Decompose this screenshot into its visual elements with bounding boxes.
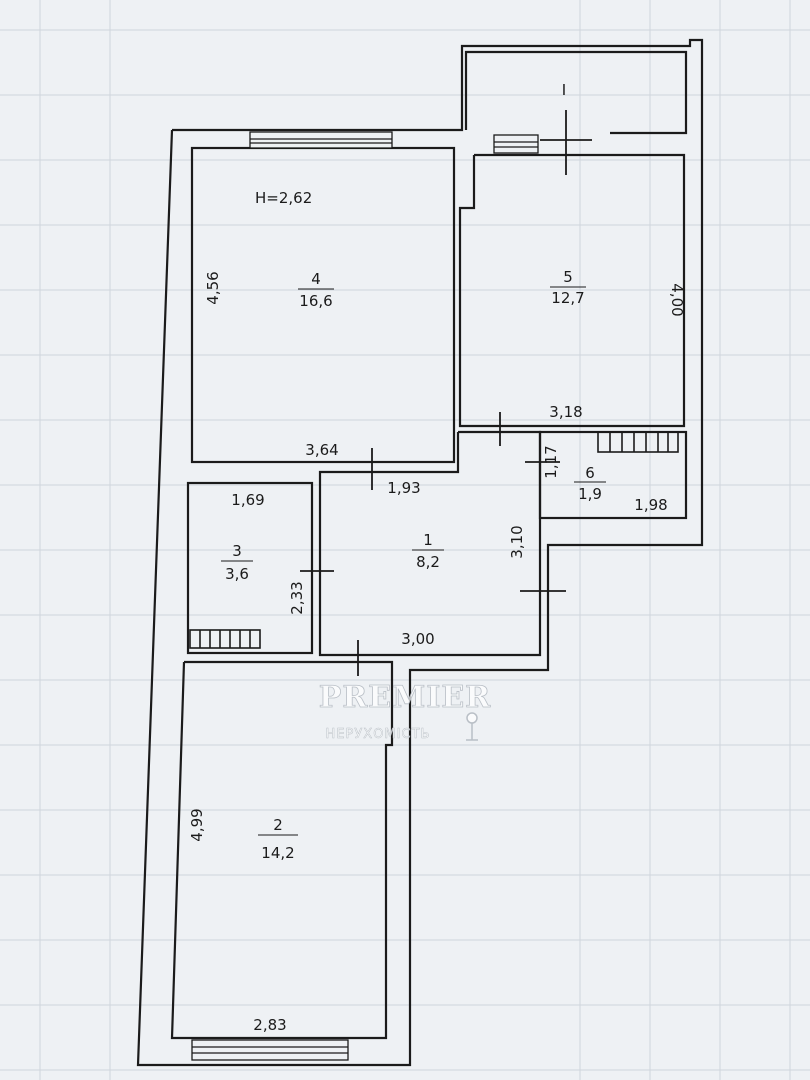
dim-room5-height: 4,00 <box>668 283 686 316</box>
room-area: 12,7 <box>551 289 584 307</box>
dim-room4-height: 4,56 <box>204 271 222 304</box>
room-number: 5 <box>563 268 573 286</box>
room-area: 1,9 <box>578 485 602 503</box>
watermark-brand: PREMIER <box>319 680 491 715</box>
walls <box>136 38 704 1067</box>
dim-room5-width: 3,18 <box>549 403 582 421</box>
windows <box>191 131 539 1061</box>
room-area: 3,6 <box>225 565 249 583</box>
room-area: 14,2 <box>261 844 294 862</box>
dim-room6-width: 1,98 <box>634 496 667 514</box>
radiators <box>189 431 679 649</box>
room-3-outline <box>186 481 314 655</box>
room-number: 6 <box>585 464 595 482</box>
room-5-outline <box>458 153 686 428</box>
radiator-room-3 <box>189 629 261 649</box>
dim-room2-height: 4,99 <box>188 808 206 841</box>
dim-hall-bottom: 3,00 <box>401 630 434 648</box>
dim-hall-top: 1,93 <box>387 479 420 497</box>
door-marks <box>300 110 592 676</box>
room-area: 16,6 <box>299 292 332 310</box>
room-5-label: 5 12,7 <box>550 268 586 307</box>
room-4-label: 4 16,6 <box>298 270 334 310</box>
room-number: 1 <box>423 531 433 549</box>
balcony-label: I <box>562 81 566 99</box>
dim-room4-width: 3,64 <box>305 441 338 459</box>
dim-hall-height: 3,10 <box>508 525 526 558</box>
outer-wall <box>136 38 704 1067</box>
room-1-label: 1 8,2 <box>412 531 444 571</box>
watermark-sub: НЕРУХОМІСТЬ <box>326 727 431 742</box>
dim-room2-width: 2,83 <box>253 1016 286 1034</box>
dim-room3-height: 2,33 <box>288 581 306 614</box>
room-number: 4 <box>311 270 321 288</box>
balcony-outline <box>464 50 688 135</box>
room-area: 8,2 <box>416 553 440 571</box>
room-number: 3 <box>232 542 242 560</box>
labels: H=2,62 I 4 16,6 5 12,7 6 1,9 1 8,2 3 3,6 <box>188 81 686 1034</box>
room-6-label: 6 1,9 <box>574 464 606 503</box>
window-room-2 <box>191 1039 349 1061</box>
ceiling-height: H=2,62 <box>255 189 312 207</box>
dim-room6-height: 1,17 <box>542 445 560 478</box>
room-2-outline <box>170 660 394 1040</box>
radiator-room-6 <box>597 431 679 453</box>
pin-icon <box>466 712 478 741</box>
window-room-5 <box>493 134 539 154</box>
window-room-4 <box>249 131 393 149</box>
room-2-label: 2 14,2 <box>258 816 298 862</box>
watermark-logo: PREMIER НЕРУХОМІСТЬ <box>318 680 491 743</box>
room-number: 2 <box>273 816 283 834</box>
dim-room3-width: 1,69 <box>231 491 264 509</box>
room-3-label: 3 3,6 <box>221 542 253 583</box>
room-1-outline <box>318 430 542 657</box>
